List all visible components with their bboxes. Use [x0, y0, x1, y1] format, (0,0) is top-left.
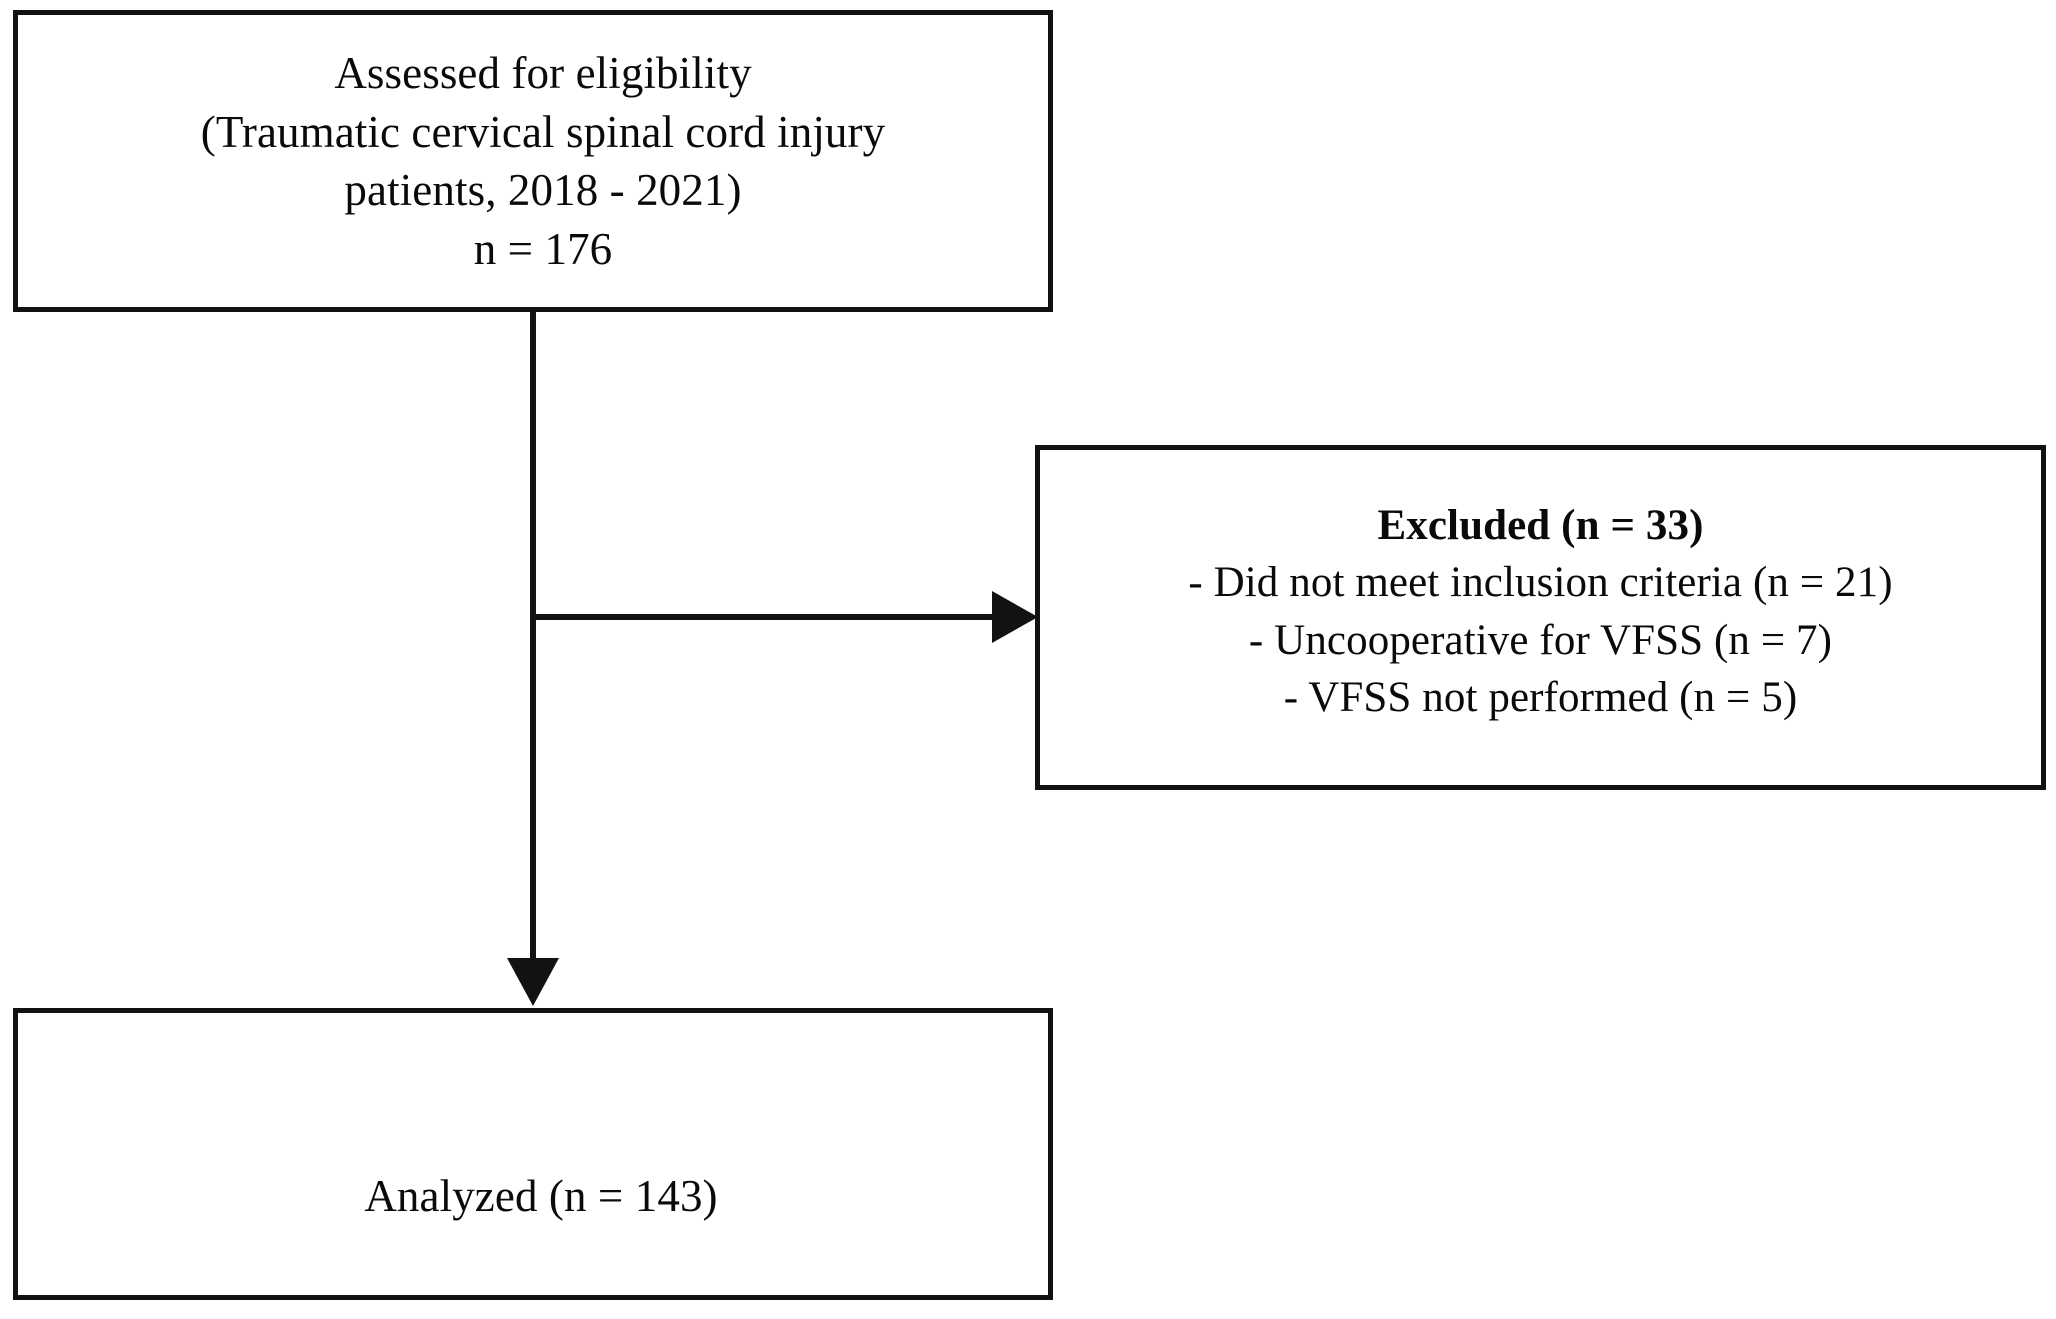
excluded-box: Excluded (n = 33) - Did not meet inclusi… [1035, 445, 2046, 790]
excluded-reason-3: - VFSS not performed (n = 5) [1283, 673, 1798, 721]
connector-line-vertical [530, 312, 536, 960]
analyzed-box: Analyzed (n = 143) [13, 1008, 1053, 1300]
connector-line-horizontal [530, 614, 1005, 620]
excluded-text-block: Excluded (n = 33) - Did not meet inclusi… [1040, 497, 2041, 726]
assessed-for-eligibility-box: Assessed for eligibility (Traumatic cerv… [13, 10, 1053, 312]
assessed-line-title: Assessed for eligibility [334, 48, 752, 98]
assessed-line-population: (Traumatic cervical spinal cord injury [200, 106, 886, 157]
analyzed-label: Analyzed (n = 143) [364, 1170, 718, 1221]
assessed-text-block: Assessed for eligibility (Traumatic cerv… [28, 44, 1058, 278]
excluded-heading: Excluded (n = 33) [1377, 502, 1704, 550]
assessed-line-years: patients, 2018 - 2021) [344, 165, 742, 215]
arrowhead-right-icon [992, 591, 1038, 643]
assessed-line-count: n = 176 [473, 223, 613, 274]
arrowhead-down-icon [507, 958, 559, 1006]
excluded-reason-2: - Uncooperative for VFSS (n = 7) [1248, 616, 1833, 664]
excluded-reason-1: - Did not meet inclusion criteria (n = 2… [1188, 559, 1893, 607]
